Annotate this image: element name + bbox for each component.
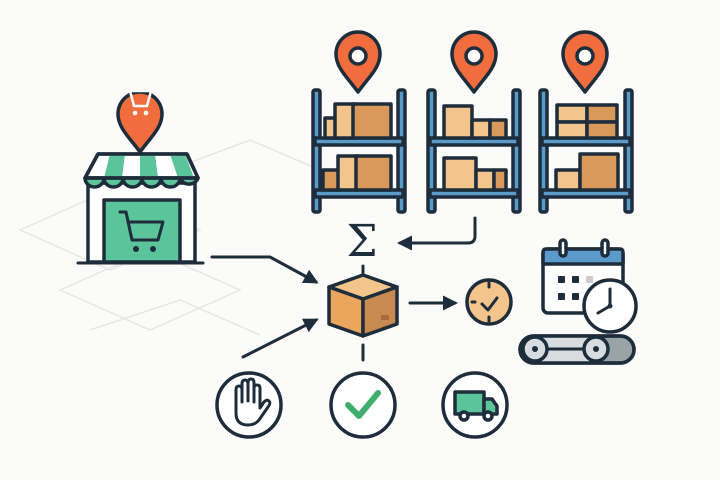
approved-check-icon xyxy=(329,371,397,439)
sigma-symbol: Σ xyxy=(346,216,377,267)
warehouse-shelf-2-icon xyxy=(426,88,522,214)
on-time-clock-check-icon xyxy=(465,278,513,326)
location-pin-icon xyxy=(450,30,498,94)
store-icon xyxy=(76,152,205,265)
location-pin-icon xyxy=(561,30,609,94)
location-pin-icon xyxy=(334,30,382,94)
schedule-calendar-clock-conveyor-icon xyxy=(518,238,638,365)
inventory-box-icon xyxy=(327,273,399,338)
store-location-pin-icon xyxy=(116,89,164,154)
hold-hand-icon xyxy=(215,371,283,439)
warehouse-location-pins xyxy=(334,30,609,94)
connector-arrows xyxy=(210,216,477,362)
shipping-truck-icon xyxy=(441,371,509,439)
warehouse-shelf-1-icon xyxy=(311,88,407,214)
warehouse-shelf-3-icon xyxy=(538,88,634,214)
